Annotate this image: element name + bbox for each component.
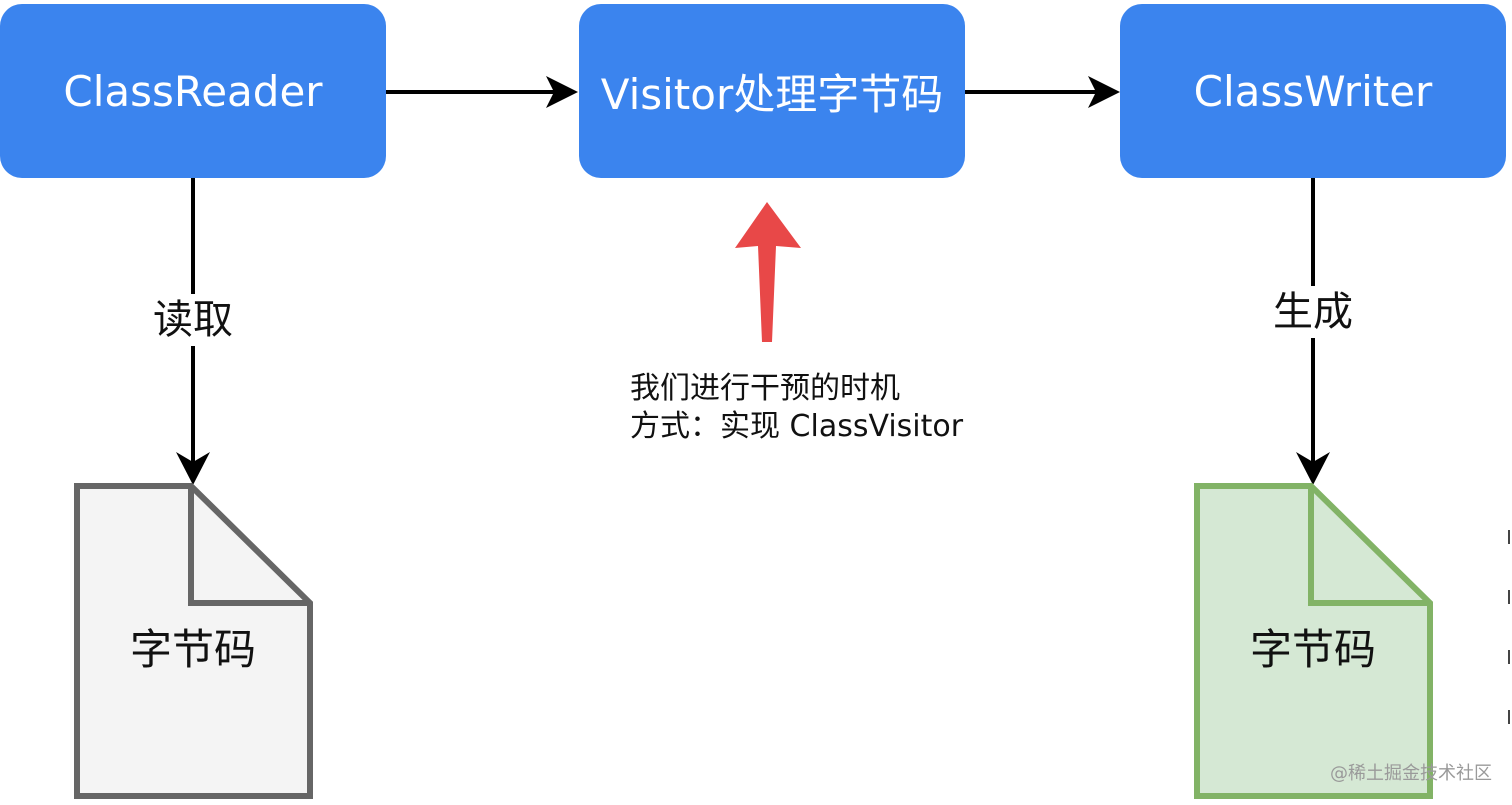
generate-edge-label: 生成	[1263, 286, 1363, 338]
class-writer-label: ClassWriter	[1193, 66, 1433, 116]
intervention-note-line1: 我们进行干预的时机	[630, 371, 900, 406]
output-document-shape	[1194, 483, 1433, 799]
class-reader-node: ClassReader	[0, 4, 386, 178]
arrowhead-visitor-to-writer	[1088, 76, 1120, 108]
intervention-pointer-arrow	[735, 202, 801, 342]
visitor-node: Visitor处理字节码	[579, 4, 965, 178]
output-document-label: 字节码	[1249, 625, 1376, 674]
input-document-label: 字节码	[129, 625, 256, 674]
edge-mark	[1508, 710, 1510, 724]
visitor-label: Visitor处理字节码	[600, 69, 944, 119]
intervention-note: 我们进行干预的时机 方式：实现 ClassVisitor	[630, 370, 963, 446]
edge-mark	[1508, 650, 1510, 664]
input-document-shape	[74, 483, 313, 799]
read-edge-label: 读取	[143, 294, 243, 346]
watermark: @稀土掘金技术社区	[1330, 763, 1492, 784]
class-writer-node: ClassWriter	[1120, 4, 1506, 178]
edge-mark	[1508, 590, 1510, 604]
arrowhead-writer-to-output-doc	[1296, 452, 1330, 485]
output-document-fold	[1308, 486, 1430, 606]
class-reader-label: ClassReader	[63, 66, 323, 116]
arrowhead-reader-to-input-doc	[176, 452, 210, 485]
edge-mark	[1508, 530, 1510, 544]
intervention-note-line2: 方式：实现 ClassVisitor	[630, 409, 964, 444]
arrowhead-reader-to-visitor	[546, 76, 578, 108]
input-document-fold	[188, 486, 310, 606]
